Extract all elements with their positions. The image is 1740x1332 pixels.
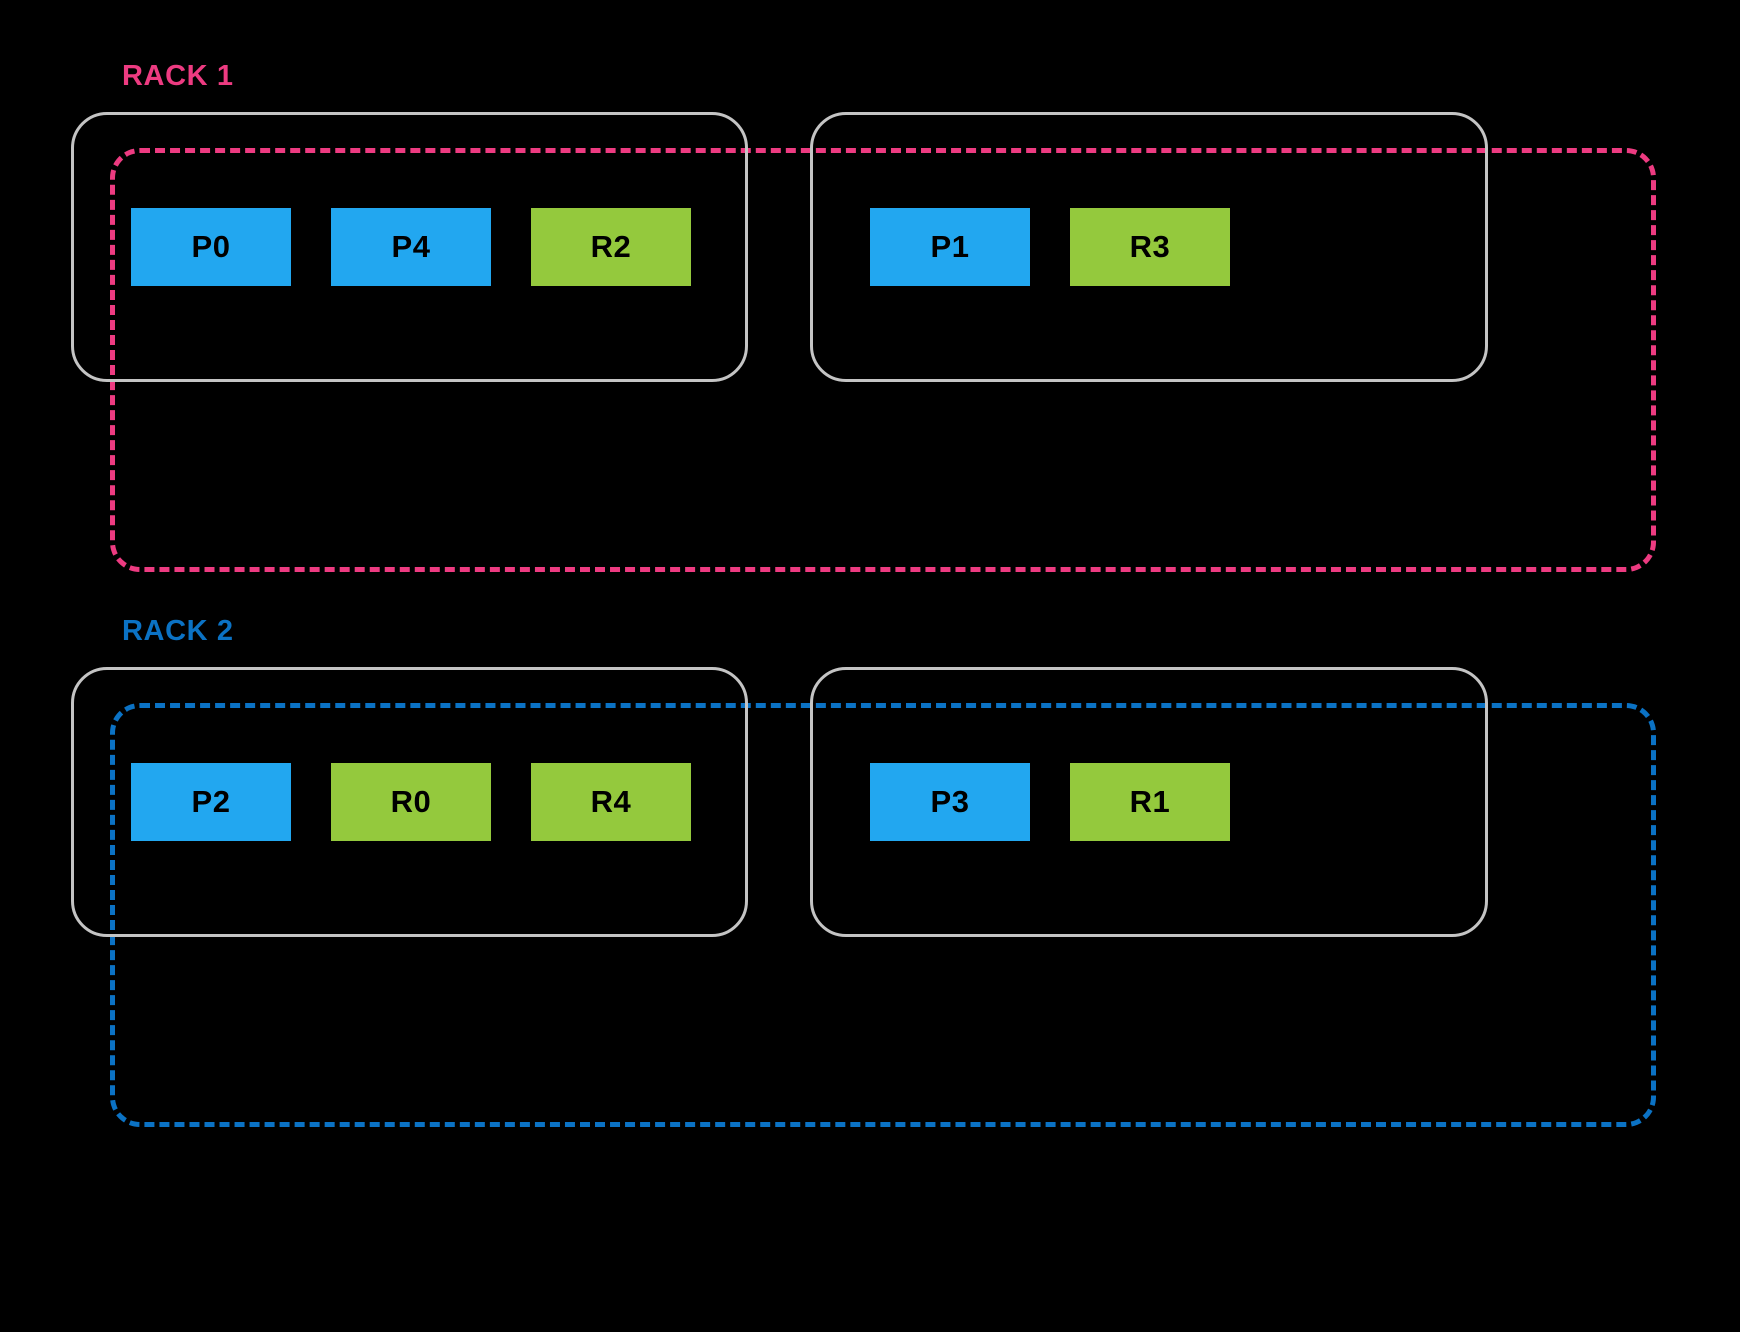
chip-p1[interactable]: P1 bbox=[870, 208, 1030, 286]
chip-r4[interactable]: R4 bbox=[531, 763, 691, 841]
rack-2-boundary bbox=[110, 703, 1656, 1127]
chip-r3[interactable]: R3 bbox=[1070, 208, 1230, 286]
rack-1-node-2[interactable]: P1 R3 bbox=[810, 112, 1488, 382]
rack-1-node-row: P0 P4 R2 P1 R3 bbox=[0, 50, 1740, 650]
chip-r0[interactable]: R0 bbox=[331, 763, 491, 841]
rack-group-2: RACK 2 P2 R0 R4 P3 R1 bbox=[0, 605, 1740, 1215]
rack-1-node-1[interactable]: P0 P4 R2 bbox=[71, 112, 748, 382]
chip-p2[interactable]: P2 bbox=[131, 763, 291, 841]
rack-group-1: RACK 1 P0 P4 R2 P1 R3 bbox=[0, 50, 1740, 650]
chip-p3[interactable]: P3 bbox=[870, 763, 1030, 841]
rack-1-boundary bbox=[110, 148, 1656, 572]
rack-2-node-1[interactable]: P2 R0 R4 bbox=[71, 667, 748, 937]
chip-p0[interactable]: P0 bbox=[131, 208, 291, 286]
rack-2-label: RACK 2 bbox=[122, 615, 234, 647]
chip-r1[interactable]: R1 bbox=[1070, 763, 1230, 841]
rack-2-node-row: P2 R0 R4 P3 R1 bbox=[0, 605, 1740, 1215]
rack-2-node-2[interactable]: P3 R1 bbox=[810, 667, 1488, 937]
chip-r2[interactable]: R2 bbox=[531, 208, 691, 286]
chip-p4[interactable]: P4 bbox=[331, 208, 491, 286]
rack-1-label: RACK 1 bbox=[122, 60, 234, 92]
